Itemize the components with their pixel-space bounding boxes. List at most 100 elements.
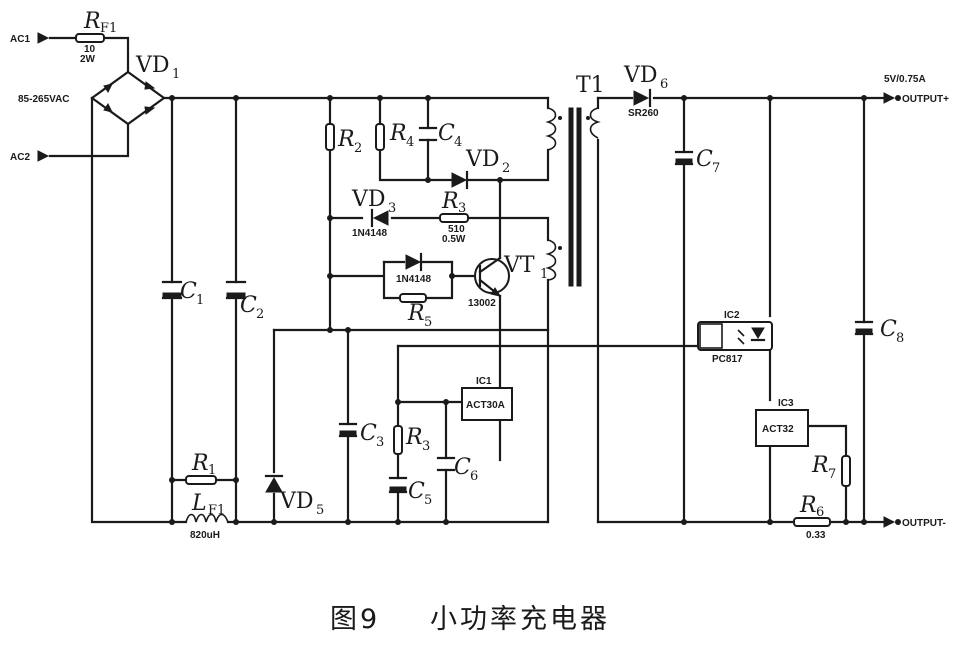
diode-vd5: VD 5 (264, 474, 324, 518)
svg-text:1N4148: 1N4148 (352, 228, 387, 239)
resistor-r4: R 4 (375, 121, 414, 151)
svg-text:R: R (191, 451, 209, 476)
transformer-t1: T1 (545, 73, 605, 287)
svg-text:0.5W: 0.5W (442, 234, 466, 245)
svg-text:L: L (191, 491, 207, 516)
resistor-r2: R 2 (325, 123, 362, 156)
terminal-output-minus: OUTPUT- (883, 516, 946, 529)
diode-vd2: VD 2 (451, 147, 510, 190)
svg-text:6: 6 (660, 77, 668, 92)
svg-text:1N4148: 1N4148 (396, 274, 431, 285)
svg-text:0.33: 0.33 (806, 530, 826, 541)
svg-text:5: 5 (424, 315, 432, 330)
svg-text:2: 2 (256, 307, 264, 322)
capacitor-c1: C 1 (161, 279, 204, 308)
ic3-act32: IC3 ACT32 (755, 398, 809, 447)
svg-text:5: 5 (316, 503, 324, 518)
svg-text:ACT30A: ACT30A (466, 400, 505, 411)
svg-text:2W: 2W (80, 54, 96, 65)
svg-text:F1: F1 (100, 21, 117, 36)
svg-text:13002: 13002 (468, 298, 496, 309)
svg-text:IC1: IC1 (476, 376, 492, 387)
diode-vd3: VD 3 1N4148 (351, 187, 396, 239)
capacitor-c6: C 6 (436, 455, 478, 484)
inductor-lf1: L F1 820uH (185, 491, 229, 541)
svg-text:IC2: IC2 (724, 310, 740, 321)
figure-caption: 图9 小功率充电器 (330, 604, 610, 635)
resistor-r3-top: R 3 510 0.5W (439, 189, 469, 245)
svg-text:4: 4 (406, 135, 414, 150)
resistor-r7: R 7 (811, 453, 851, 487)
svg-text:R: R (799, 493, 817, 518)
svg-text:C: C (454, 455, 471, 480)
terminal-ac1: AC1 (10, 32, 50, 45)
svg-text:3: 3 (388, 201, 396, 216)
svg-text:C: C (240, 293, 257, 318)
junction-dots (169, 95, 867, 525)
svg-text:VD: VD (623, 63, 658, 88)
svg-text:2: 2 (354, 141, 362, 156)
output-spec: 5V/0.75A (884, 74, 926, 85)
svg-text:1: 1 (540, 267, 548, 282)
svg-text:T1: T1 (576, 73, 605, 98)
svg-text:C: C (180, 279, 197, 304)
svg-text:5: 5 (424, 493, 432, 508)
capacitor-c8: C 8 (854, 317, 904, 346)
terminal-ac2-label: AC2 (10, 152, 30, 163)
output-minus-label: OUTPUT- (902, 518, 946, 529)
svg-text:1: 1 (208, 463, 216, 478)
svg-text:C: C (880, 317, 897, 342)
bridge-rectifier-vd1: VD 1 (90, 53, 180, 126)
diode-vd6: VD 6 SR260 (623, 63, 668, 119)
figure-title: 小功率充电器 (430, 604, 610, 635)
svg-text:7: 7 (712, 161, 720, 176)
svg-text:C: C (696, 147, 713, 172)
svg-text:VD: VD (279, 489, 314, 514)
wiring (48, 36, 892, 524)
capacitor-c2: C 2 (225, 280, 264, 322)
capacitor-c7: C 7 (674, 147, 720, 176)
svg-text:8: 8 (896, 331, 904, 346)
svg-text:VD: VD (465, 147, 500, 172)
svg-text:VD: VD (351, 187, 386, 212)
figure-number: 图9 (330, 604, 380, 635)
capacitor-c3: C 3 (338, 421, 384, 450)
capacitor-c5: C 5 (388, 476, 432, 508)
fuse-resistor-rf1: R F1 10 2W (75, 9, 117, 65)
resistor-r5: R 5 (399, 293, 432, 330)
terminal-ac2: AC2 (10, 150, 50, 163)
svg-text:3: 3 (458, 201, 466, 216)
svg-text:7: 7 (828, 467, 836, 482)
svg-text:PC817: PC817 (712, 354, 743, 365)
svg-text:3: 3 (422, 439, 430, 454)
svg-text:R: R (337, 127, 355, 152)
svg-text:1: 1 (172, 67, 180, 82)
svg-text:1: 1 (196, 293, 204, 308)
svg-text:510: 510 (448, 224, 465, 235)
svg-text:C: C (360, 421, 377, 446)
svg-text:2: 2 (502, 161, 510, 176)
svg-text:VT: VT (503, 253, 535, 278)
optocoupler-ic2: IC2 PC817 (697, 310, 773, 365)
svg-text:4: 4 (454, 135, 462, 150)
svg-text:C: C (438, 121, 455, 146)
svg-text:R: R (405, 425, 423, 450)
svg-text:IC3: IC3 (778, 398, 794, 409)
svg-text:SR260: SR260 (628, 108, 659, 119)
svg-text:820uH: 820uH (190, 530, 220, 541)
svg-text:6: 6 (470, 469, 478, 484)
resistor-r6: R 6 0.33 (793, 493, 831, 541)
svg-text:3: 3 (376, 435, 384, 450)
terminal-ac1-label: AC1 (10, 34, 30, 45)
svg-text:C: C (408, 479, 425, 504)
ic1-act30a: IC1 ACT30A (461, 376, 513, 421)
svg-text:6: 6 (816, 505, 824, 520)
capacitor-c4: C 4 (418, 121, 462, 150)
svg-text:R: R (83, 9, 101, 34)
transistor-vt1: VT 1 13002 (468, 253, 548, 309)
input-voltage-range: 85-265VAC (18, 94, 70, 105)
terminal-output-plus: OUTPUT+ 5V/0.75A (883, 74, 949, 105)
svg-text:ACT32: ACT32 (762, 424, 794, 435)
diode-base: 1N4148 (396, 252, 431, 285)
svg-text:R: R (389, 121, 407, 146)
